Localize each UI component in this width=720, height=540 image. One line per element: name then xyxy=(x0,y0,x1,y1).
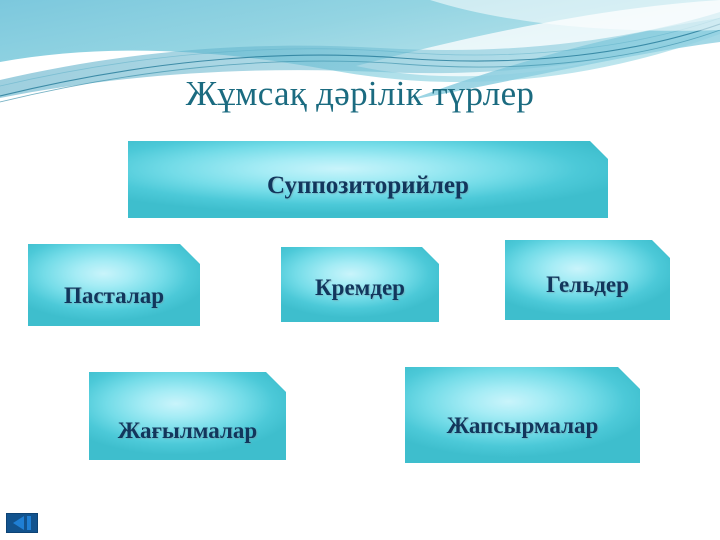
previous-slide-bar-icon xyxy=(27,516,31,530)
page-title: Жұмсақ дәрілік түрлер xyxy=(185,74,535,113)
diagram-node-creams[interactable]: Кремдер xyxy=(281,247,439,322)
node-label: Гельдер xyxy=(546,272,629,298)
diagram-node-gels[interactable]: Гельдер xyxy=(505,240,670,320)
diagram-node-patches[interactable]: Жапсырмалар xyxy=(405,367,640,463)
diagram-node-pastes[interactable]: Пасталар xyxy=(28,244,200,326)
node-label: Пасталар xyxy=(63,283,165,309)
node-label: Суппозиторийлер xyxy=(267,171,469,199)
node-label: Жағылмалар xyxy=(117,418,258,444)
previous-slide-icon xyxy=(13,516,24,530)
diagram-node-liniments[interactable]: Жағылмалар xyxy=(89,372,286,460)
previous-slide-button[interactable] xyxy=(6,513,38,533)
node-label: Жапсырмалар xyxy=(446,413,599,439)
node-label: Кремдер xyxy=(315,274,405,300)
diagram-node-suppositories[interactable]: Суппозиторийлер xyxy=(128,141,608,218)
